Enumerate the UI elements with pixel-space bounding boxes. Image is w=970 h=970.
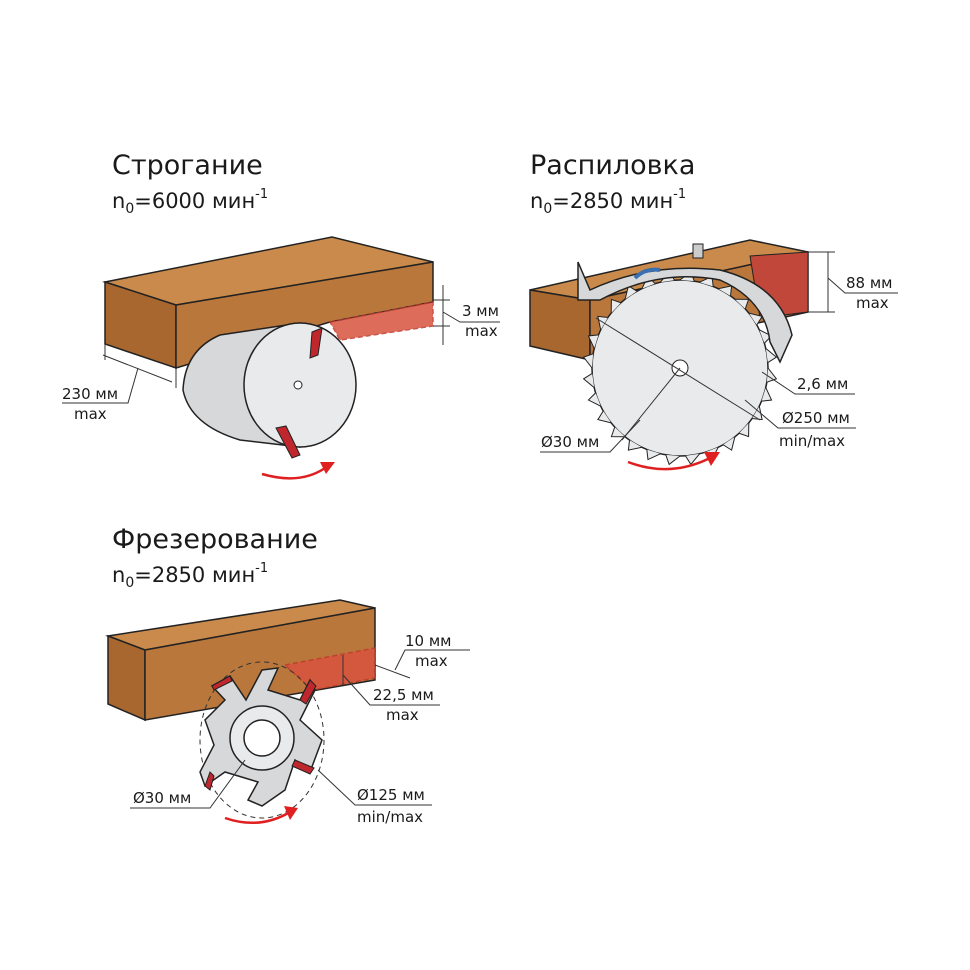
rotation-arrow-blue — [633, 267, 661, 280]
milling-wood-block — [105, 599, 376, 722]
saw-tooth — [646, 449, 661, 461]
saw-tooth — [597, 410, 612, 424]
saw-tooth — [610, 298, 622, 314]
saw-tooth — [587, 334, 599, 349]
planing-title: Строгание — [112, 150, 263, 181]
planing-depth-dimension — [433, 285, 500, 345]
planing-width-dimension — [62, 344, 177, 404]
sawing-depth-value: 88 мм — [846, 274, 893, 292]
planer-drum — [182, 322, 357, 459]
saw-blade — [582, 270, 778, 466]
sawing-bore-value: Ø30 мм — [541, 433, 599, 451]
sawing-diameter-value: Ø250 мм — [782, 409, 850, 427]
milling-cut-area — [283, 647, 376, 691]
bore-leader — [540, 419, 641, 453]
planing-depth-note: max — [465, 322, 498, 340]
planing-speed: n0=6000 мин-1 — [112, 187, 268, 217]
saw-tooth — [738, 422, 750, 438]
saw-tooth — [582, 353, 594, 369]
saw-tooth — [665, 454, 681, 466]
milling-bore-value: Ø30 мм — [133, 789, 191, 807]
milling-depth-value: 10 мм — [405, 632, 452, 650]
milling-section: Фрезерование n0=2850 мин-1 10 мм max — [105, 524, 470, 826]
sawing-depth-note: max — [856, 294, 889, 312]
sawing-section: Распиловка n0=2850 мин-1 88 — [529, 150, 898, 471]
milling-depth-dimension — [374, 649, 470, 679]
milling-diameter-value: Ø125 мм — [357, 786, 425, 804]
kerf-leader — [761, 371, 855, 395]
saw-tooth — [765, 348, 778, 363]
sawing-depth-dimension — [808, 251, 898, 313]
milling-title: Фрезерование — [112, 524, 318, 555]
bore-leader — [130, 759, 246, 809]
planing-width-note: max — [74, 405, 107, 423]
planing-depth-value: 3 мм — [462, 302, 499, 320]
milling-width-value: 22,5 мм — [373, 686, 434, 704]
saw-tooth — [587, 392, 601, 407]
sawing-diameter-note: min/max — [779, 432, 845, 450]
planing-section: Строгание n0=6000 мин-1 3 мм max — [62, 150, 500, 480]
blade-guard — [577, 243, 793, 364]
saw-tooth — [582, 373, 595, 388]
rotation-arrow — [261, 466, 326, 480]
planing-width-value: 230 мм — [62, 385, 118, 403]
milling-width-dimension — [342, 655, 440, 706]
sawing-kerf-value: 2,6 мм — [797, 375, 848, 393]
saw-tooth — [761, 387, 773, 402]
milling-speed: n0=2850 мин-1 — [112, 561, 268, 591]
sawing-speed: n0=2850 мин-1 — [530, 187, 686, 217]
milling-diameter-note: min/max — [357, 808, 423, 826]
saw-tooth — [627, 440, 642, 451]
saw-tooth — [610, 426, 626, 438]
milling-depth-note: max — [415, 652, 448, 670]
sawing-title: Распиловка — [530, 150, 695, 181]
milling-width-note: max — [386, 706, 419, 724]
rotation-arrow — [224, 810, 291, 824]
saw-tooth — [766, 367, 778, 383]
saw-tooth — [597, 315, 608, 330]
diameter-leader — [744, 399, 856, 429]
diameter-leader — [317, 769, 432, 806]
saw-tooth — [722, 436, 736, 451]
rotation-arrow — [627, 456, 711, 471]
milling-cutter — [199, 661, 325, 819]
